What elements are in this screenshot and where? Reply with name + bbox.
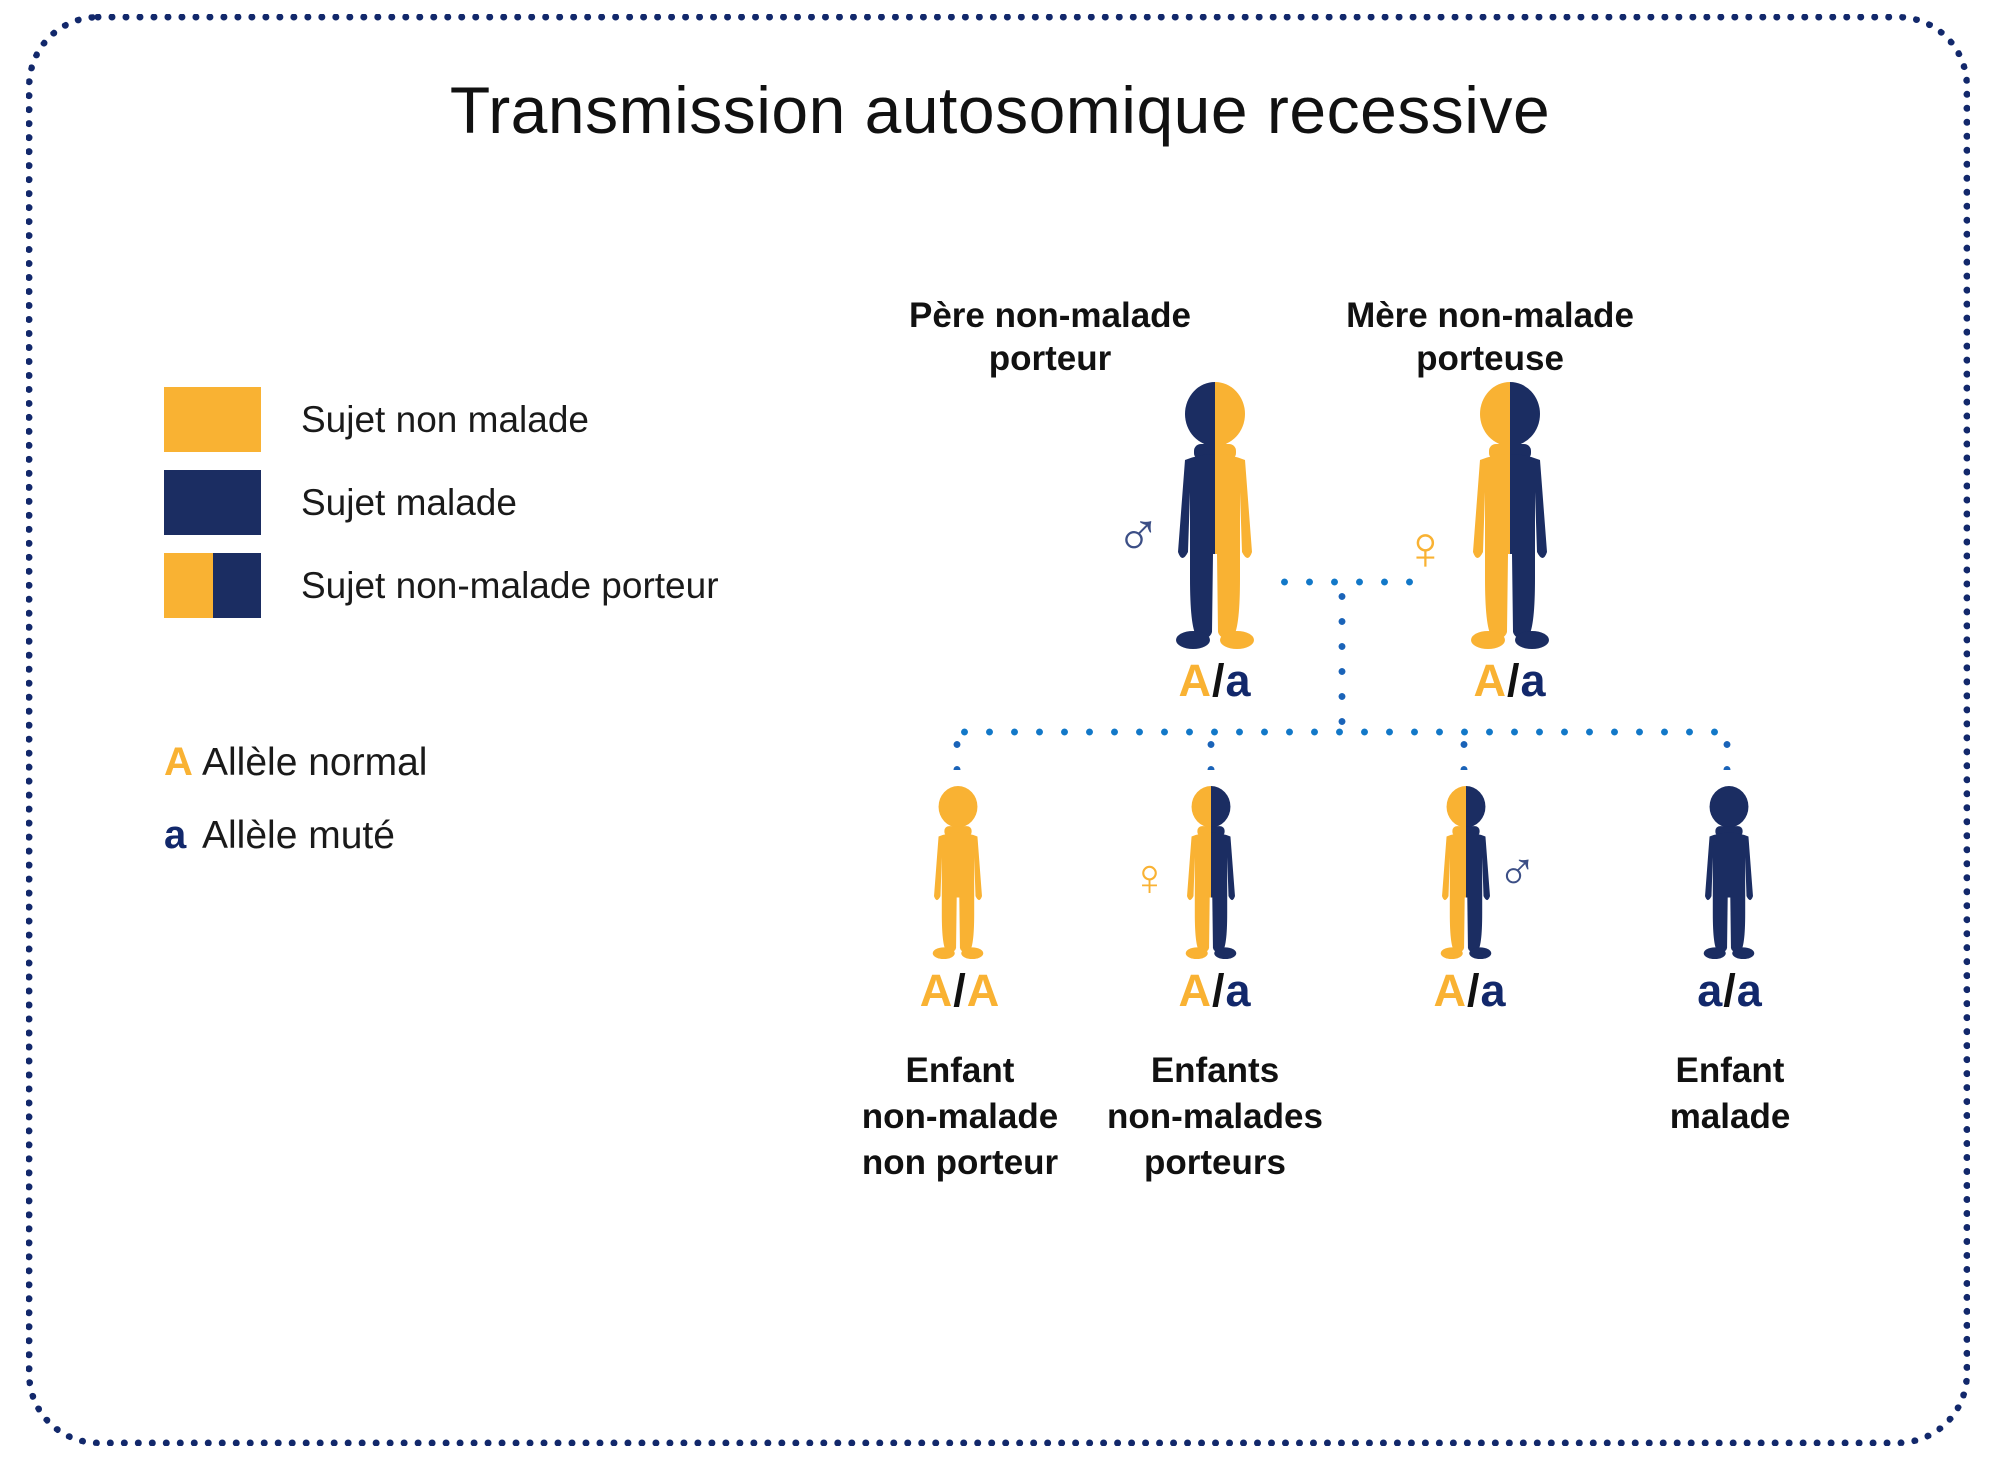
connector-parents-horizontal <box>1272 578 1422 586</box>
person-silhouette-mother <box>1471 382 1549 649</box>
caption-line: Enfant <box>1675 1051 1785 1090</box>
genotype-separator: / <box>953 965 967 1016</box>
genotype-mother: A/a <box>1370 655 1650 707</box>
genotype-allele-2: a <box>1480 965 1507 1016</box>
venus-symbol-mother: ♀ <box>1402 514 1449 583</box>
father-label-line1: Père non-malade <box>908 296 1192 335</box>
caption-child-1: Enfant non-malade non porteur <box>805 1048 1115 1187</box>
caption-line: malade <box>1669 1097 1791 1137</box>
father-label-line2: porteur <box>988 338 1112 378</box>
caption-line: non porteur <box>861 1143 1059 1183</box>
genotype-separator: / <box>1506 655 1521 706</box>
legend-label: Sujet non-malade porteur <box>301 564 719 606</box>
genotype-allele-2: a <box>1225 655 1252 706</box>
genotype-child-3: A/a <box>1375 965 1565 1017</box>
genotype-allele-2: A <box>966 965 1001 1016</box>
person-silhouette-child-4 <box>1703 786 1755 960</box>
connector-parents-vertical <box>1338 584 1346 734</box>
legend-swatch-solid-orange <box>164 387 261 452</box>
genotype-allele-1: A <box>1473 655 1507 706</box>
connector-drop-child-2 <box>1207 732 1215 770</box>
connector-drop-child-4 <box>1723 732 1731 770</box>
caption-child-2: Enfants non-malades porteurs <box>1060 1048 1370 1187</box>
page-title: Transmission autosomique recessive <box>449 73 1551 147</box>
allele-label: Allèle muté <box>202 814 395 857</box>
person-silhouette-child-2 <box>1185 786 1237 960</box>
caption-child-4: Enfant malade <box>1575 1048 1885 1140</box>
legend-item-non-malade: Sujet non malade <box>164 378 719 461</box>
legend-label: Sujet malade <box>301 481 517 523</box>
mars-symbol-child-3: ♂ <box>1497 842 1538 902</box>
allele-symbol-A: A <box>164 740 193 784</box>
genotype-child-4: a/a <box>1635 965 1825 1017</box>
genotype-allele-1: A <box>919 965 954 1016</box>
allele-legend: A Allèle normal a Allèle muté <box>164 740 427 886</box>
connector-sibship-bar <box>952 728 1732 736</box>
caption-line: non-malades <box>1107 1097 1323 1137</box>
caption-line: Enfants <box>1150 1051 1280 1090</box>
genotype-separator: / <box>1211 965 1226 1016</box>
connector-drop-child-1 <box>953 732 961 770</box>
allele-mute-row: a Allèle muté <box>164 813 427 858</box>
caption-line: porteurs <box>1144 1143 1286 1183</box>
legend-swatch-split <box>164 553 261 618</box>
figure-child-1 <box>915 786 1001 961</box>
genotype-allele-1: A <box>1178 655 1212 706</box>
genotype-separator: / <box>1211 655 1226 706</box>
genotype-separator: / <box>1466 965 1481 1016</box>
genotype-allele-1: A <box>1178 965 1212 1016</box>
person-silhouette-father <box>1176 382 1254 649</box>
caption-line: Enfant <box>905 1051 1015 1090</box>
figure-father <box>1160 382 1270 652</box>
allele-normal-row: A Allèle normal <box>164 740 427 785</box>
genotype-allele-2: a <box>1736 965 1763 1016</box>
allele-label: Allèle normal <box>202 741 428 784</box>
figure-mother <box>1455 382 1565 652</box>
legend: Sujet non malade Sujet malade Sujet non-… <box>164 378 719 627</box>
legend-swatch-solid-navy <box>164 470 261 535</box>
venus-symbol-child-2: ♀ <box>1130 849 1169 907</box>
person-silhouette-child-1 <box>932 786 984 960</box>
figure-child-2 <box>1168 786 1254 961</box>
legend-item-malade: Sujet malade <box>164 461 719 544</box>
genotype-child-1: A/A <box>865 965 1055 1017</box>
genotype-allele-1: A <box>1433 965 1467 1016</box>
mother-label-line1: Mère non-malade <box>1346 296 1634 335</box>
mother-label-line2: porteuse <box>1416 338 1564 378</box>
legend-item-porteur: Sujet non-malade porteur <box>164 544 719 627</box>
genotype-separator: / <box>1723 965 1737 1016</box>
genotype-father: A/a <box>1075 655 1355 707</box>
genotype-allele-2: a <box>1225 965 1252 1016</box>
caption-line: non-malade <box>861 1097 1059 1137</box>
figure-child-4 <box>1686 786 1772 961</box>
parent-label-mother: Mère non-malade porteuse <box>1290 295 1690 380</box>
genotype-allele-1: a <box>1697 965 1724 1016</box>
legend-label: Sujet non malade <box>301 398 589 440</box>
genotype-child-2: A/a <box>1120 965 1310 1017</box>
allele-symbol-a: a <box>164 813 187 857</box>
mars-symbol-father: ♂ <box>1115 501 1162 570</box>
connector-drop-child-3 <box>1460 732 1468 770</box>
parent-label-father: Père non-malade porteur <box>860 295 1240 380</box>
genotype-allele-2: a <box>1520 655 1547 706</box>
